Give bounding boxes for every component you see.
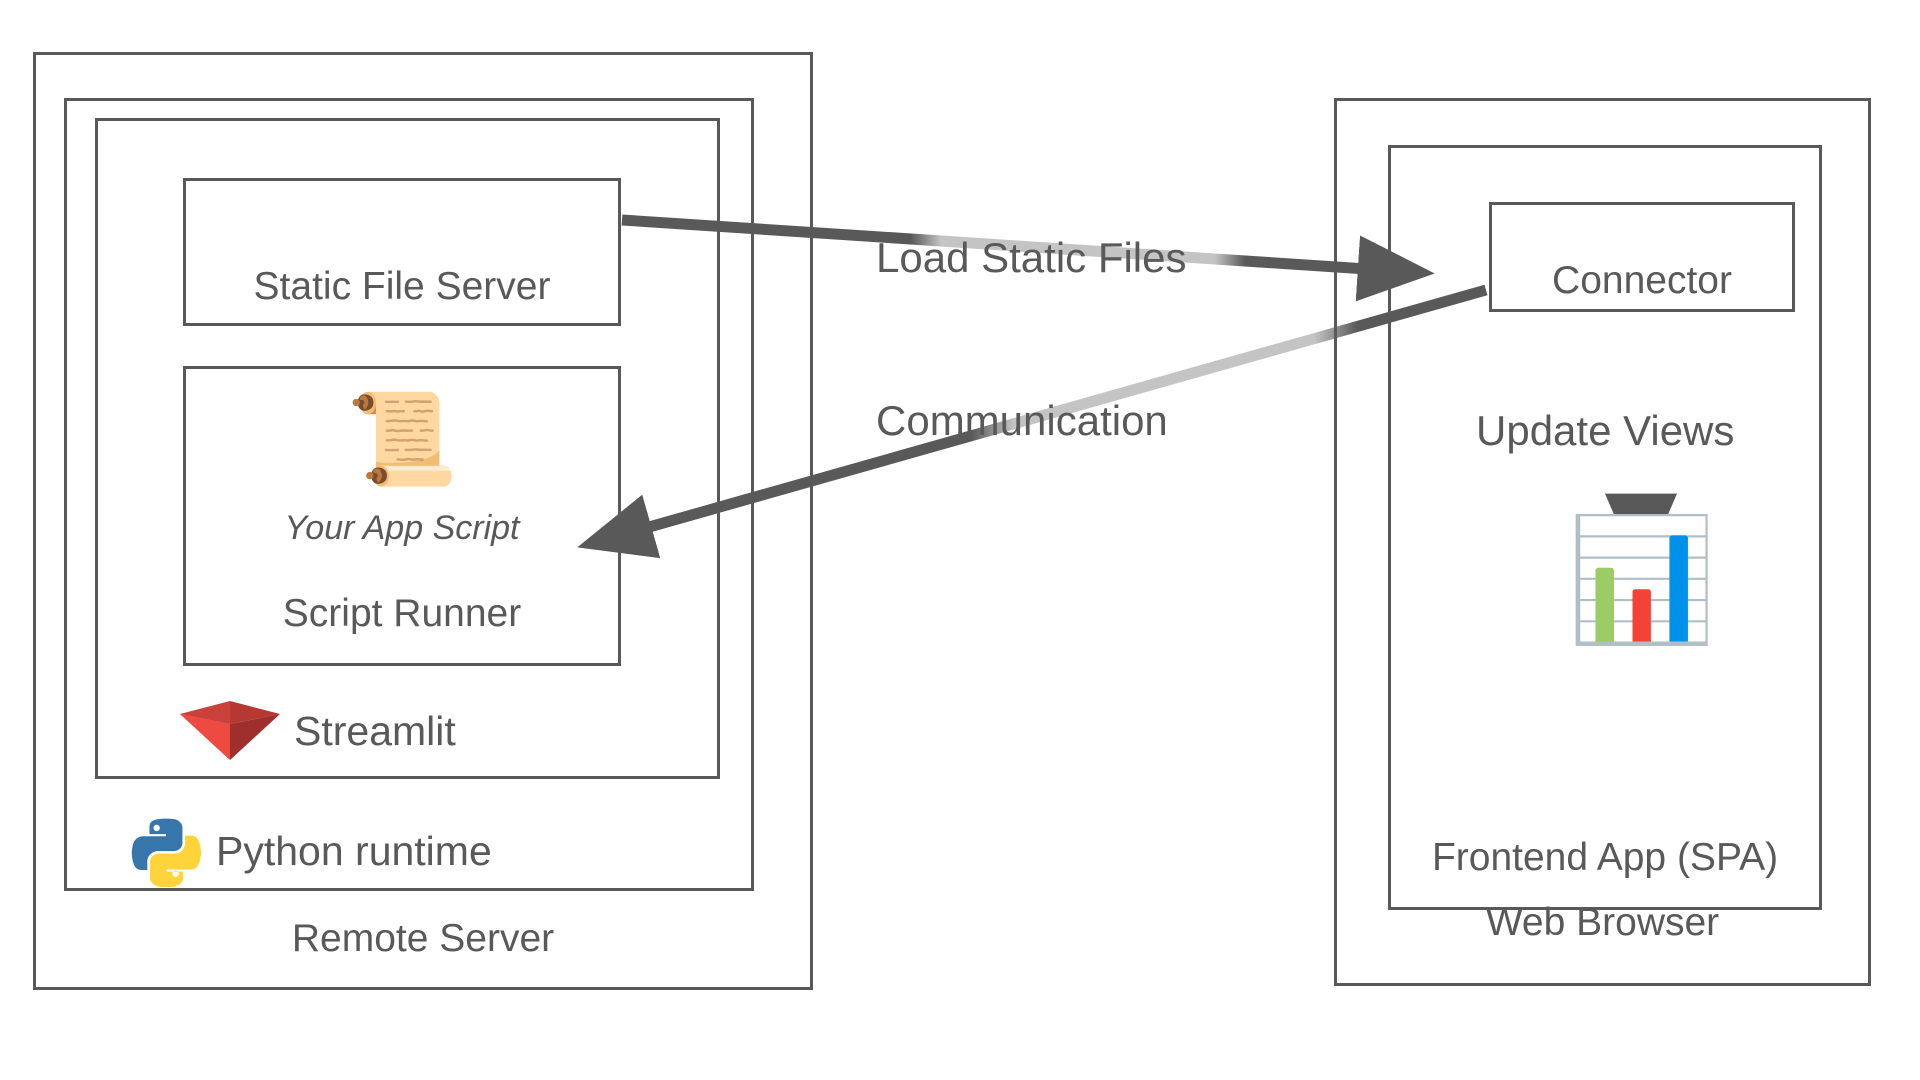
python-runtime-label: Python runtime bbox=[216, 827, 492, 874]
connector-label: Connector bbox=[1552, 259, 1732, 302]
arrow-label-load-static-files: Load Static Files bbox=[876, 234, 1187, 281]
script-runner-label: Script Runner bbox=[282, 592, 522, 635]
static-file-server-label: Static File Server bbox=[253, 265, 551, 308]
your-app-script-label: Your App Script bbox=[284, 509, 520, 547]
streamlit-label: Streamlit bbox=[294, 707, 456, 754]
frontend-app-label: Frontend App (SPA) bbox=[1431, 836, 1779, 879]
arrow-label-update-views: Update Views bbox=[1476, 407, 1735, 454]
python-badge: Python runtime bbox=[130, 815, 492, 887]
streamlit-logo-icon bbox=[180, 701, 280, 760]
streamlit-container bbox=[95, 118, 720, 779]
frontend-app-container: Frontend App (SPA) bbox=[1388, 145, 1822, 910]
streamlit-badge: Streamlit bbox=[180, 700, 456, 762]
python-logo-icon bbox=[131, 818, 202, 887]
script-runner-box: 📜 Your App Script Script Runner bbox=[183, 366, 621, 666]
bar-chart-icon: 📊 bbox=[1567, 513, 1717, 647]
static-file-server-box: Static File Server bbox=[183, 178, 621, 326]
connector-box: Connector bbox=[1489, 202, 1795, 312]
remote-server-container: Remote Server bbox=[33, 52, 813, 990]
python-runtime-container bbox=[64, 98, 754, 891]
arrow-label-communication: Communication bbox=[876, 397, 1168, 444]
scroll-icon: 📜 bbox=[345, 390, 459, 490]
remote-server-label: Remote Server bbox=[291, 917, 555, 960]
